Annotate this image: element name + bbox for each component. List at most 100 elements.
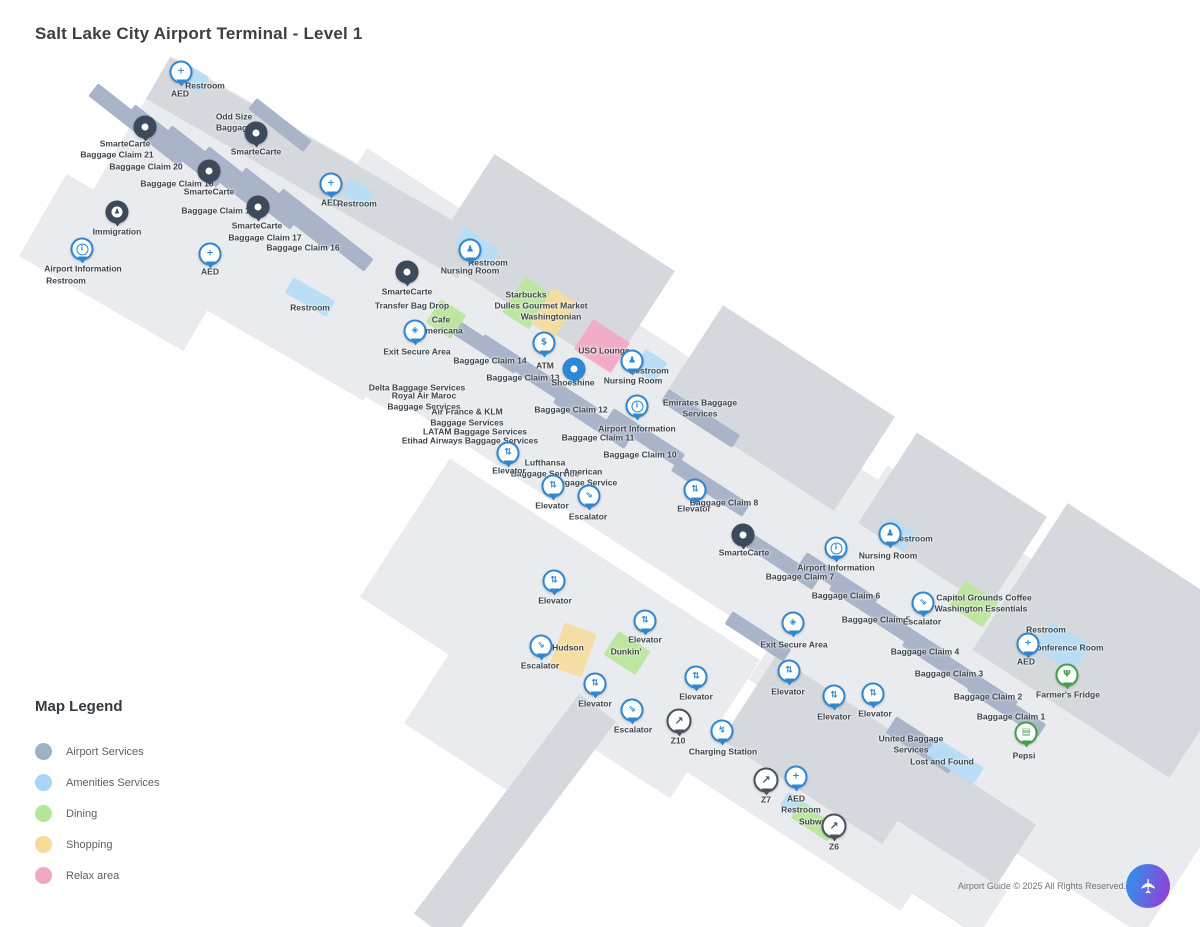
legend-item: Airport Services bbox=[35, 743, 160, 760]
smartecarte-pin[interactable] bbox=[197, 159, 221, 183]
elevator-icon: ⇅ bbox=[785, 665, 793, 676]
map-label: Capitol Grounds Coffee bbox=[936, 592, 1032, 603]
nursing-room-pin[interactable]: ♟ bbox=[458, 238, 482, 262]
map-label: Nursing Room bbox=[603, 375, 663, 386]
pepsi-vending-icon: ▤ bbox=[1021, 727, 1031, 738]
elevator-pin[interactable]: ⇅ bbox=[633, 609, 657, 633]
farmers-fridge-icon: Ψ bbox=[1063, 669, 1071, 680]
map-label: Hudson bbox=[552, 642, 584, 653]
map-label: Baggage Claim 20 bbox=[109, 161, 183, 172]
escalator-pin[interactable]: ⇘ bbox=[577, 484, 601, 508]
map-label: Washingtonian bbox=[520, 311, 582, 322]
map-label: Escalator bbox=[520, 660, 560, 671]
nursing-room-pin[interactable]: ♟ bbox=[620, 349, 644, 373]
elevator-pin[interactable]: ⇅ bbox=[541, 474, 565, 498]
smartecarte-pin[interactable] bbox=[133, 115, 157, 139]
map-label: Baggage Claim 18 bbox=[181, 205, 255, 216]
shoeshine-pin[interactable] bbox=[562, 357, 586, 381]
map-label: Elevator bbox=[492, 465, 526, 476]
map-label: Baggage Claim 11 bbox=[561, 432, 635, 443]
map-label: Restroom bbox=[629, 365, 669, 376]
aed-pin[interactable]: + bbox=[319, 172, 343, 196]
map-label: Elevator bbox=[535, 500, 569, 511]
exit-secure-area-pin[interactable]: ◈ bbox=[403, 319, 427, 343]
nursing-room-pin[interactable]: ♟ bbox=[878, 522, 902, 546]
legend-item: Dining bbox=[35, 805, 160, 822]
atm-pin[interactable]: $ bbox=[532, 331, 556, 355]
airport-information-pin[interactable]: i bbox=[70, 237, 94, 261]
escalator-pin[interactable]: ⇘ bbox=[911, 591, 935, 615]
smartecarte-pin[interactable] bbox=[244, 121, 268, 145]
map-label: Lost and Found bbox=[910, 756, 974, 767]
airport-information-pin[interactable]: i bbox=[625, 394, 649, 418]
map-label: SmarteCarte bbox=[183, 186, 235, 197]
exit-secure-area-pin[interactable]: ◈ bbox=[781, 611, 805, 635]
airport-information-icon: i bbox=[631, 400, 643, 412]
map-label: SmarteCarte bbox=[381, 286, 433, 297]
aed-pin[interactable]: + bbox=[169, 60, 193, 84]
elevator-icon: ⇅ bbox=[591, 678, 599, 689]
gate-pin[interactable]: ↗ bbox=[666, 708, 692, 734]
aed-icon: + bbox=[177, 66, 185, 77]
map-label: Cafe Americana bbox=[419, 314, 463, 335]
legend-item-label: Airport Services bbox=[66, 745, 144, 758]
legend-item: Amenities Services bbox=[35, 774, 160, 791]
map-label: Restroom bbox=[290, 302, 330, 313]
aed-pin[interactable]: + bbox=[1016, 632, 1040, 656]
elevator-pin[interactable]: ⇅ bbox=[777, 659, 801, 683]
elevator-pin[interactable]: ⇅ bbox=[822, 684, 846, 708]
gate-pin[interactable]: ↗ bbox=[821, 813, 847, 839]
nursing-room-icon: ♟ bbox=[627, 355, 637, 366]
map-label: Z10 bbox=[670, 735, 686, 746]
map-label: Baggage Claim 7 bbox=[765, 571, 835, 582]
exit-secure-area-icon: ◈ bbox=[789, 617, 797, 628]
elevator-pin[interactable]: ⇅ bbox=[542, 569, 566, 593]
map-label: SmarteCarte bbox=[718, 547, 770, 558]
elevator-pin[interactable]: ⇅ bbox=[684, 665, 708, 689]
elevator-pin[interactable]: ⇅ bbox=[583, 672, 607, 696]
map-label: LATAM Baggage Services bbox=[422, 426, 528, 437]
aed-pin[interactable]: + bbox=[198, 242, 222, 266]
map-label: Elevator bbox=[628, 634, 662, 645]
map-label: Conference Room bbox=[1030, 642, 1104, 653]
map-label: Restroom bbox=[893, 533, 933, 544]
smartecarte-pin[interactable] bbox=[395, 260, 419, 284]
aed-pin[interactable]: + bbox=[784, 765, 808, 789]
legend-title: Map Legend bbox=[35, 698, 123, 715]
map-label: Elevator bbox=[771, 686, 805, 697]
escalator-icon: ⇘ bbox=[628, 704, 636, 715]
immigration-pin[interactable]: ♟ bbox=[105, 200, 129, 224]
map-label: Baggage Claim 1 bbox=[976, 711, 1046, 722]
smartecarte-icon bbox=[739, 531, 747, 539]
farmers-fridge-pin[interactable]: Ψ bbox=[1055, 663, 1079, 687]
elevator-icon: ⇅ bbox=[692, 671, 700, 682]
elevator-icon: ⇅ bbox=[869, 688, 877, 699]
escalator-pin[interactable]: ⇘ bbox=[529, 634, 553, 658]
pepsi-vending-pin[interactable]: ▤ bbox=[1014, 721, 1038, 745]
map-label: Emirates Baggage Services bbox=[662, 397, 738, 418]
elevator-icon: ⇅ bbox=[691, 484, 699, 495]
map-label: Royal Air Maroc Baggage Services bbox=[387, 390, 461, 411]
gate-pin[interactable]: ↗ bbox=[753, 767, 779, 793]
elevator-pin[interactable]: ⇅ bbox=[496, 441, 520, 465]
map-label: Exit Secure Area bbox=[383, 346, 451, 357]
aed-icon: + bbox=[792, 771, 800, 782]
map-label: Restroom bbox=[337, 198, 377, 209]
map-label: Subway bbox=[798, 816, 832, 827]
escalator-pin[interactable]: ⇘ bbox=[620, 698, 644, 722]
charging-station-pin[interactable]: ↯ bbox=[710, 719, 734, 743]
map-label: AED bbox=[787, 793, 805, 804]
elevator-icon: ⇅ bbox=[549, 480, 557, 491]
escalator-icon: ⇘ bbox=[537, 640, 545, 651]
map-label: United Baggage Services bbox=[878, 733, 944, 754]
elevator-pin[interactable]: ⇅ bbox=[861, 682, 885, 706]
legend-item-label: Shopping bbox=[66, 838, 113, 851]
map-label: Baggage Claim 5 bbox=[841, 614, 911, 625]
map-label: SmarteCarte bbox=[231, 220, 283, 231]
airport-information-pin[interactable]: i bbox=[824, 536, 848, 560]
smartecarte-pin[interactable] bbox=[246, 195, 270, 219]
atm-icon: $ bbox=[540, 337, 548, 348]
smartecarte-pin[interactable] bbox=[731, 523, 755, 547]
elevator-pin[interactable]: ⇅ bbox=[683, 478, 707, 502]
